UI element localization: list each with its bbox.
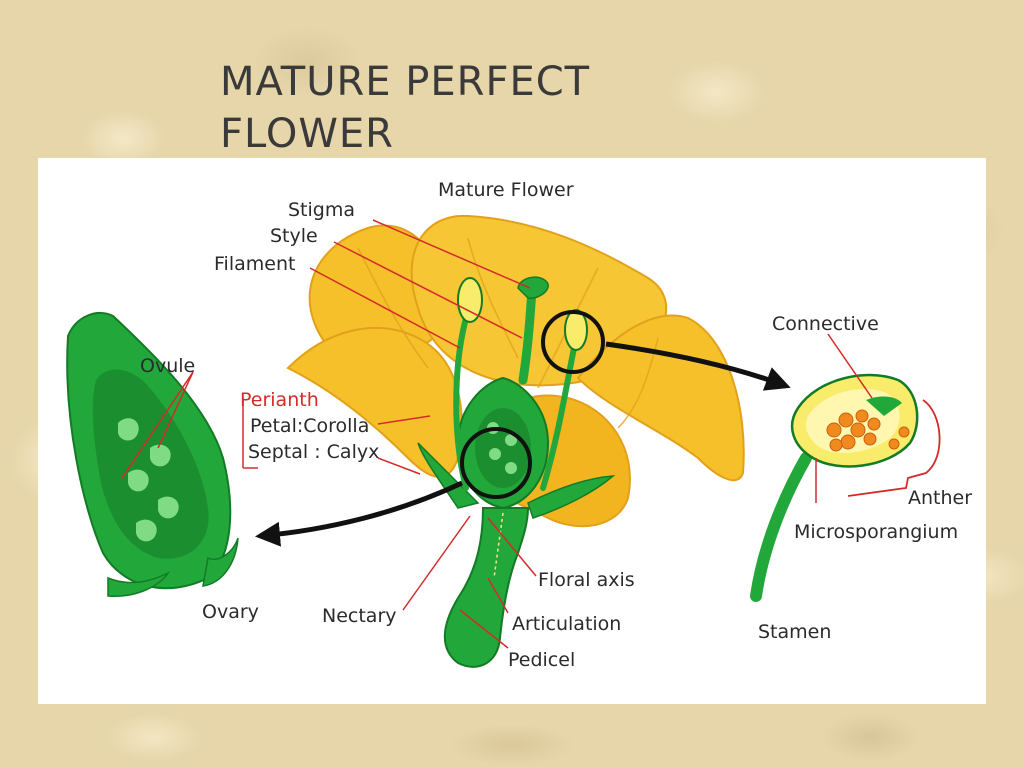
ovary-detail-ovules xyxy=(118,418,179,542)
label-ovule: Ovule xyxy=(140,355,195,377)
stamen-highlight-circle xyxy=(541,310,605,374)
label-articulation: Articulation xyxy=(512,613,621,635)
ovary-detail-sepal-b xyxy=(202,537,239,587)
stamen-left-anther xyxy=(457,277,483,323)
label-perianth: Perianth xyxy=(240,389,319,411)
ovary-detail xyxy=(66,311,239,597)
sepal-right xyxy=(527,475,616,519)
slide-title-line-1: MATURE PERFECT xyxy=(220,59,591,105)
ovary-highlight-circle xyxy=(460,427,532,499)
main-flower xyxy=(286,214,745,668)
ovary-detail-inner xyxy=(92,369,209,559)
flower-stalk xyxy=(443,507,530,668)
label-petal-corolla: Petal:Corolla xyxy=(250,415,369,437)
flower-diagram: Mature Flower Stigma Style Filament Ovul… xyxy=(66,179,972,671)
label-stamen: Stamen xyxy=(758,621,831,643)
diagram-heading: Mature Flower xyxy=(438,179,574,201)
label-stigma: Stigma xyxy=(288,199,355,221)
flower-diagram-panel: Mature Flower Stigma Style Filament Ovul… xyxy=(38,158,986,704)
stamen-detail-filament xyxy=(750,452,812,602)
leader-lines xyxy=(121,219,873,649)
label-ovary: Ovary xyxy=(202,601,259,623)
slide-title: MATURE PERFECT FLOWER xyxy=(220,56,780,160)
arrow-to-stamen-detail xyxy=(605,341,791,391)
label-pedicel: Pedicel xyxy=(508,649,575,671)
arrow-to-ovary-detail xyxy=(255,480,464,547)
stamen-detail xyxy=(750,373,941,602)
label-nectary: Nectary xyxy=(322,605,397,627)
stamen-right-anther xyxy=(564,309,588,351)
petal-right xyxy=(576,314,745,482)
stamen-right-filament xyxy=(540,345,577,491)
label-septal-calyx: Septal : Calyx xyxy=(248,441,379,463)
label-anther: Anther xyxy=(908,487,972,509)
anther-bracket xyxy=(847,399,941,497)
pollen-grains xyxy=(826,409,910,452)
label-filament: Filament xyxy=(214,253,295,275)
label-microsporangium: Microsporangium xyxy=(794,521,958,543)
ovary-detail-sepal-a xyxy=(107,571,171,597)
pistil-stigma xyxy=(517,276,549,300)
label-style: Style xyxy=(270,225,318,247)
label-connective: Connective xyxy=(772,313,879,335)
label-floral-axis: Floral axis xyxy=(538,569,635,591)
slide-title-line-2: FLOWER xyxy=(220,111,394,157)
stamen-detail-connective xyxy=(866,396,902,416)
